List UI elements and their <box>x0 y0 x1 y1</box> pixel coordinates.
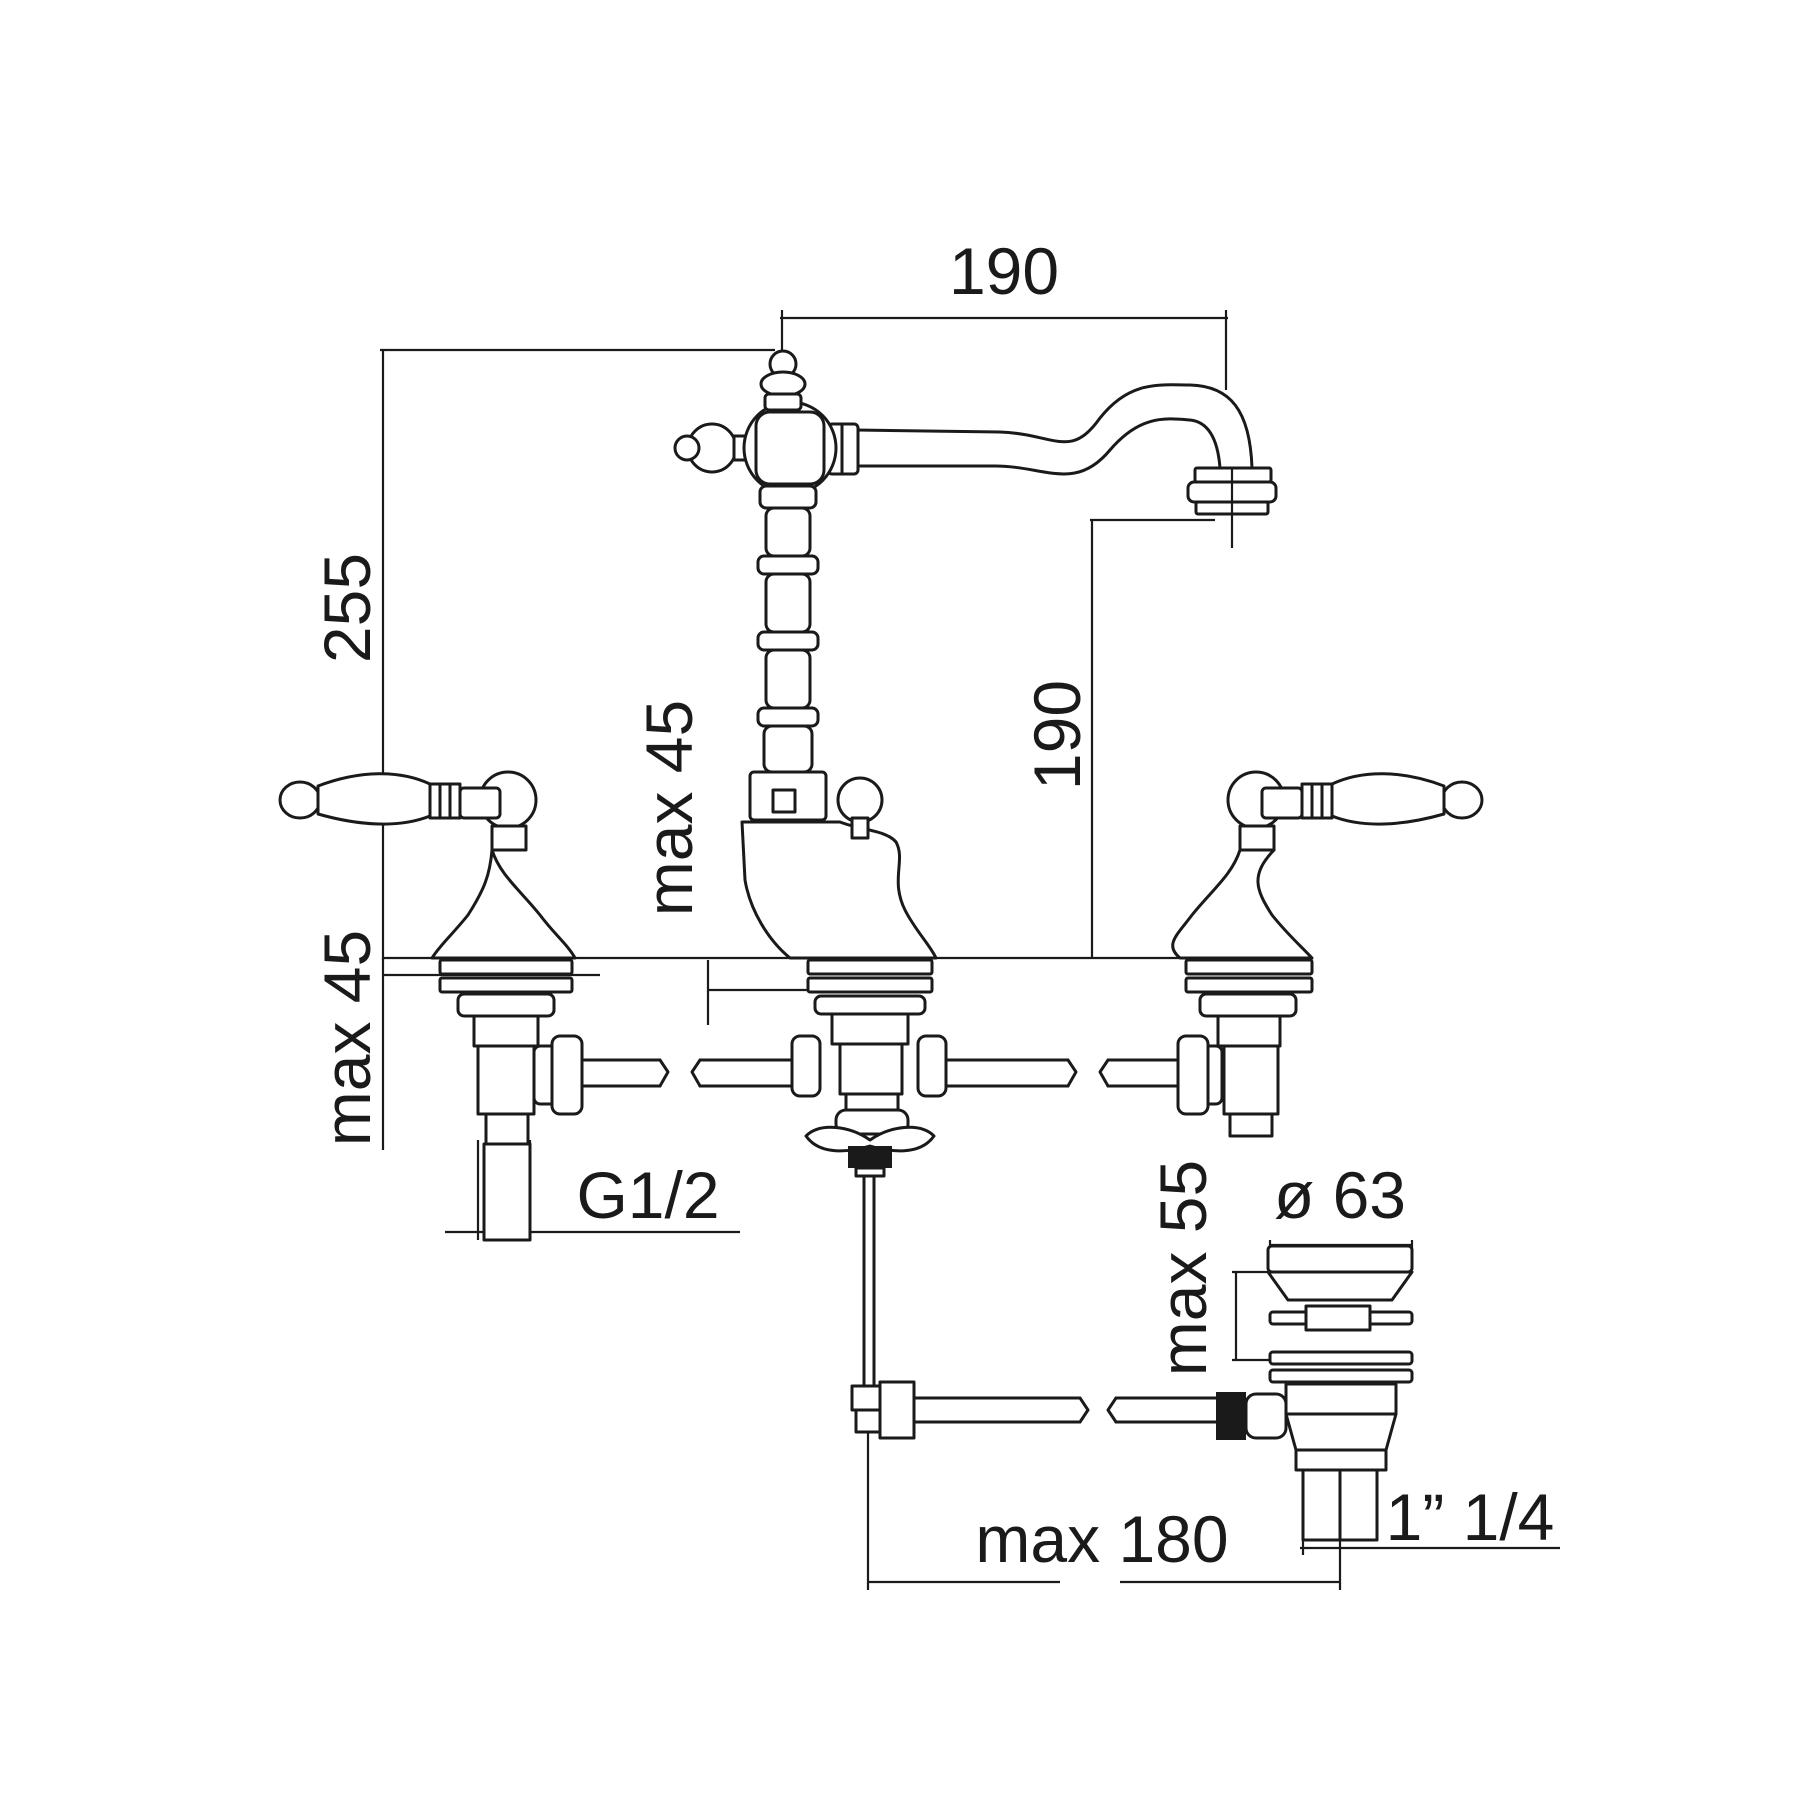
waste-thread-label: 1” 1/4 <box>1386 1480 1555 1554</box>
rod-length-label: max 180 <box>975 1502 1228 1576</box>
dimension-labels: 190 255 190 max 45 max 45 G1/2 ø 63 max … <box>310 234 1554 1576</box>
overall-height-label: 255 <box>310 553 384 663</box>
left-handle-valve <box>278 770 584 1242</box>
center-spout-assembly <box>673 349 1278 1178</box>
popup-waste-assembly <box>850 1174 1414 1542</box>
waste-thickness-label: max 55 <box>1146 1160 1220 1376</box>
spout-height-label: 190 <box>1020 680 1094 790</box>
right-handle-valve <box>1171 770 1484 1138</box>
connecting-hoses <box>580 1058 1180 1088</box>
waste-diameter-label: ø 63 <box>1274 1158 1406 1232</box>
inlet-thread-label: G1/2 <box>576 1158 719 1232</box>
deck-thickness-left-label: max 45 <box>310 930 384 1146</box>
deck-thickness-center-label: max 45 <box>632 700 706 916</box>
spout-reach-label: 190 <box>949 234 1059 308</box>
